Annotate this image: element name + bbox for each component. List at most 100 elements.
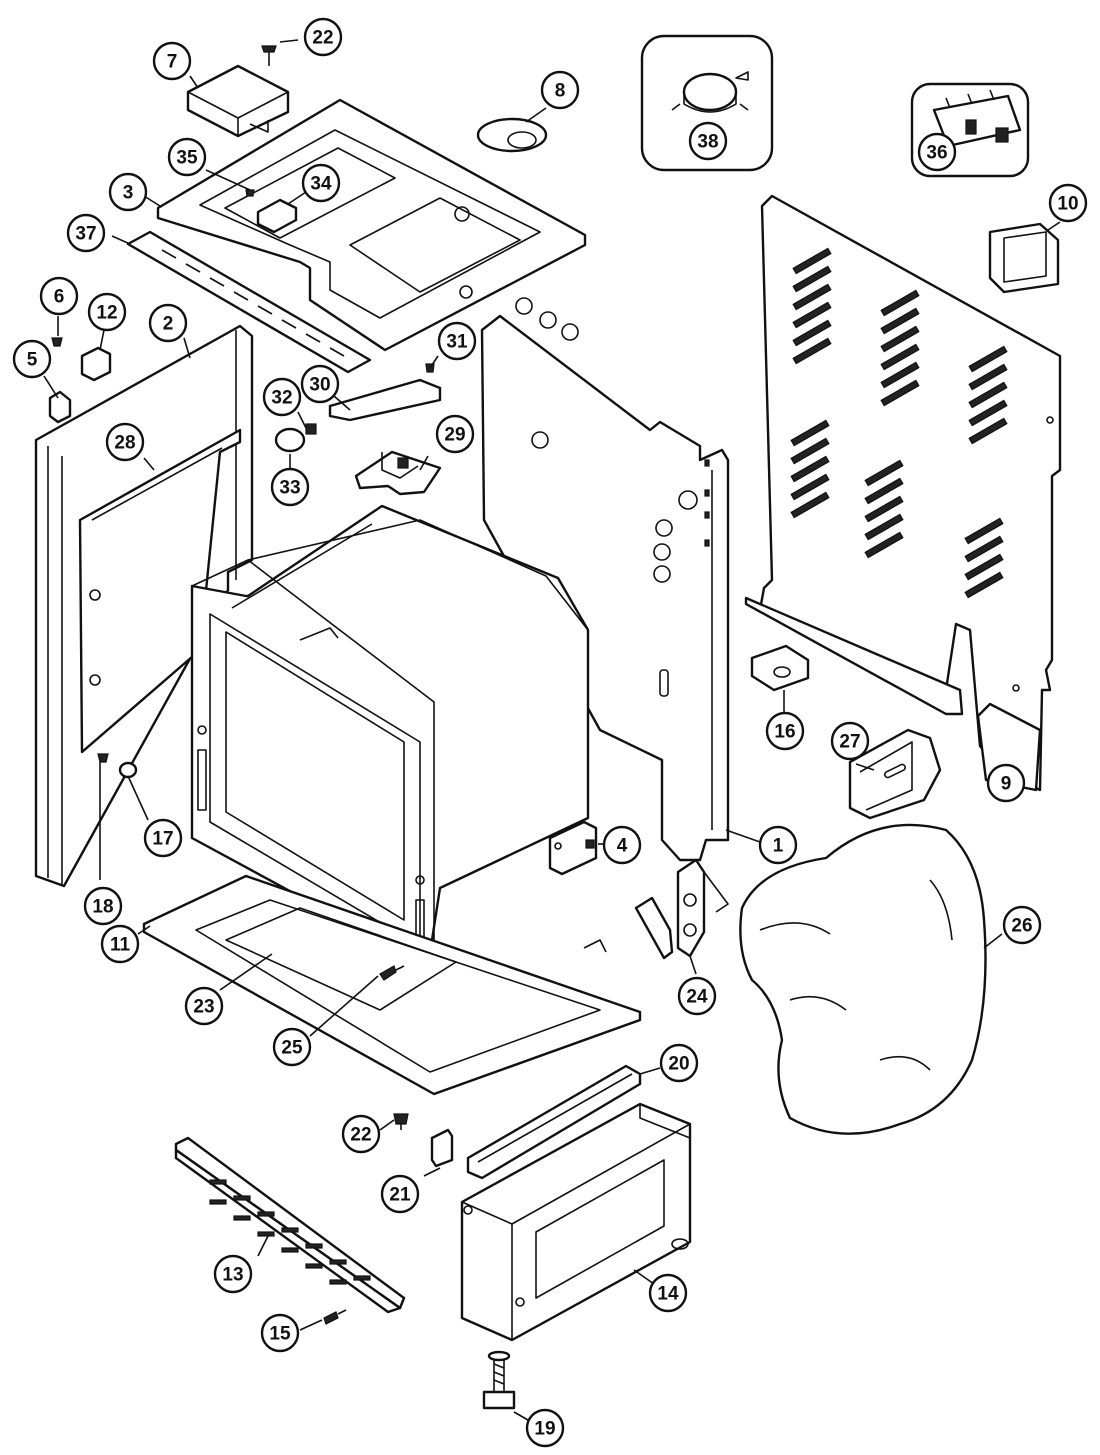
callout-21: 21 — [380, 1174, 420, 1214]
inset-36 — [910, 82, 1030, 178]
part-14-drawer-frame — [460, 1102, 692, 1342]
svg-text:21: 21 — [389, 1185, 411, 1206]
part-drawings — [34, 34, 1062, 1410]
callout-34: 34 — [301, 163, 341, 203]
svg-text:28: 28 — [114, 433, 135, 454]
callout-5: 5 — [12, 339, 52, 379]
svg-text:2: 2 — [163, 314, 174, 335]
part-6-screw — [51, 337, 63, 347]
svg-text:18: 18 — [92, 897, 113, 918]
part-22-screw-top — [261, 45, 277, 66]
svg-text:12: 12 — [96, 303, 117, 324]
svg-text:37: 37 — [75, 224, 96, 245]
part-29-bracket — [354, 450, 442, 496]
part-25-screw — [379, 965, 405, 981]
svg-text:23: 23 — [193, 997, 214, 1018]
part-1-side-panel — [480, 297, 730, 862]
svg-text:7: 7 — [167, 52, 178, 73]
part-21-clip — [430, 1128, 454, 1168]
part-13-toe-kick — [174, 1136, 406, 1314]
callout-9: 9 — [986, 763, 1026, 803]
inset-38 — [640, 34, 774, 172]
part-12-plug — [80, 346, 112, 382]
callout-19: 19 — [525, 1408, 565, 1448]
svg-text:9: 9 — [1001, 774, 1012, 795]
svg-text:22: 22 — [312, 28, 333, 49]
part-26-insulation — [739, 823, 987, 1135]
callout-33: 33 — [270, 467, 310, 507]
svg-text:3: 3 — [123, 183, 134, 204]
callout-35: 35 — [167, 137, 207, 177]
callout-31: 31 — [437, 321, 477, 361]
callout-6: 6 — [39, 276, 79, 316]
part-27-bracket — [848, 728, 942, 820]
svg-text:26: 26 — [1011, 916, 1032, 937]
callout-16: 16 — [765, 711, 805, 751]
callout-11: 11 — [100, 924, 140, 964]
callout-8: 8 — [540, 70, 580, 110]
callout-36: 36 — [917, 132, 957, 172]
svg-text:1: 1 — [773, 836, 784, 857]
part-8-cap — [476, 117, 548, 153]
callout-12: 12 — [87, 292, 127, 332]
part-28-side-panel — [78, 428, 242, 754]
callout-7: 7 — [152, 41, 192, 81]
callout-23: 23 — [184, 986, 224, 1026]
callout-17: 17 — [143, 818, 183, 858]
callout-15: 15 — [260, 1313, 300, 1353]
callout-4: 4 — [602, 825, 642, 865]
svg-text:27: 27 — [839, 732, 860, 753]
part-18-screw — [97, 753, 109, 763]
part-19-leveling-leg — [482, 1350, 516, 1410]
part-15-screw — [323, 1309, 347, 1325]
callout-25: 25 — [272, 1027, 312, 1067]
part-35-screw — [245, 189, 255, 197]
leader-lines — [43, 39, 1061, 1421]
part-24-hinge — [634, 858, 729, 960]
svg-text:36: 36 — [926, 143, 947, 164]
part-16-bracket — [750, 644, 810, 692]
callout-13: 13 — [213, 1254, 253, 1294]
svg-text:15: 15 — [269, 1324, 291, 1345]
svg-text:22: 22 — [350, 1125, 371, 1146]
svg-text:19: 19 — [534, 1419, 555, 1440]
svg-text:33: 33 — [279, 478, 300, 499]
part-7-box — [186, 64, 290, 138]
svg-text:5: 5 — [27, 350, 38, 371]
svg-text:29: 29 — [444, 425, 465, 446]
svg-text:16: 16 — [774, 722, 795, 743]
svg-text:14: 14 — [657, 1284, 679, 1305]
callout-22-top: 22 — [303, 17, 343, 57]
svg-text:8: 8 — [555, 81, 566, 102]
callout-24: 24 — [677, 976, 717, 1016]
part-37-front-rail — [126, 230, 372, 374]
svg-text:31: 31 — [446, 332, 468, 353]
part-32-clip — [305, 423, 317, 435]
callout-29: 29 — [435, 414, 475, 454]
svg-text:30: 30 — [309, 375, 330, 396]
callout-28: 28 — [105, 422, 145, 462]
callout-38: 38 — [688, 121, 728, 161]
svg-text:25: 25 — [281, 1038, 303, 1059]
svg-text:4: 4 — [617, 836, 628, 857]
svg-text:32: 32 — [271, 388, 292, 409]
callout-10: 10 — [1048, 183, 1088, 223]
callout-27: 27 — [830, 721, 870, 761]
svg-text:6: 6 — [54, 287, 65, 308]
part-22-screw-lower — [393, 1113, 409, 1130]
part-30-rod — [328, 378, 442, 422]
callout-14: 14 — [648, 1273, 688, 1313]
svg-text:35: 35 — [176, 148, 198, 169]
part-10-bracket — [988, 222, 1060, 294]
part-9-rear-panel — [744, 194, 1062, 792]
part-5-clip — [48, 390, 72, 424]
callout-32: 32 — [262, 377, 302, 417]
part-34-bracket — [256, 198, 298, 234]
callout-20: 20 — [659, 1043, 699, 1083]
part-3-top-panel — [156, 98, 587, 352]
callout-3: 3 — [108, 172, 148, 212]
svg-text:24: 24 — [686, 987, 708, 1008]
oven-cavity — [190, 504, 590, 968]
svg-text:20: 20 — [668, 1054, 689, 1075]
part-20-rail — [466, 1064, 642, 1180]
